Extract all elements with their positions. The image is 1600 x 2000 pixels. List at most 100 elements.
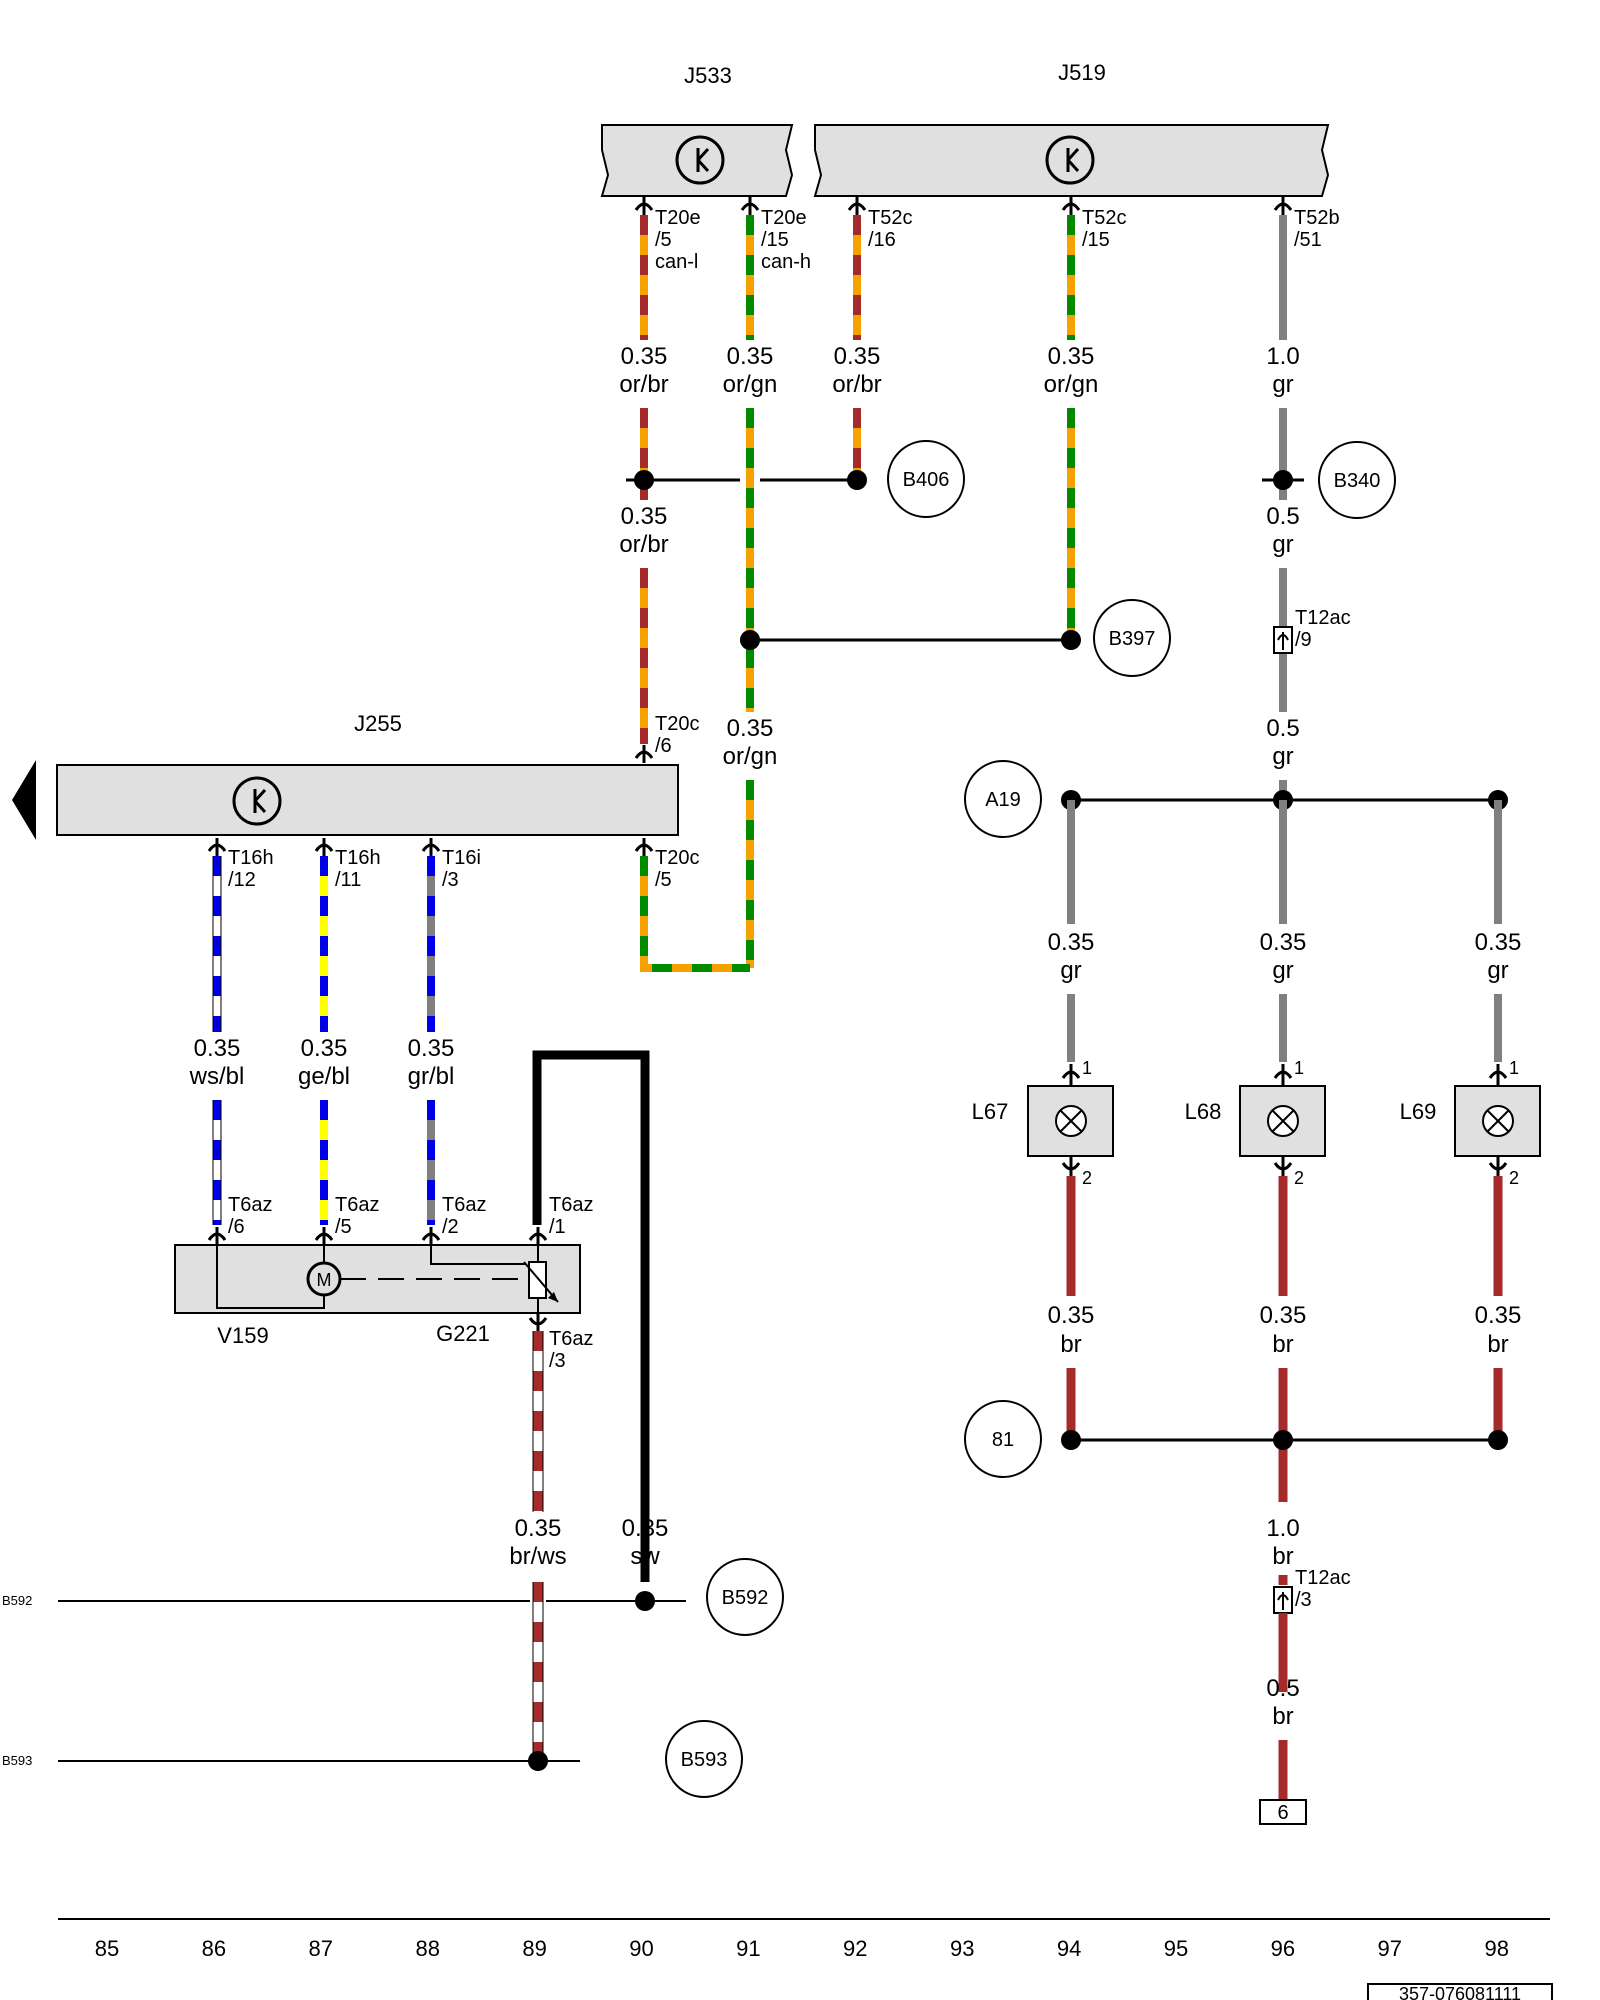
brown-lamp-returns bbox=[1066, 1176, 1503, 1800]
svg-text:or/br: or/br bbox=[832, 371, 881, 398]
svg-text:or/gn: or/gn bbox=[1044, 371, 1099, 398]
svg-text:L67: L67 bbox=[972, 1099, 1009, 1124]
svg-text:or/gn: or/gn bbox=[723, 743, 778, 770]
svg-text:T52b: T52b bbox=[1294, 207, 1340, 229]
drawing-number: 357-076081111 bbox=[1399, 1984, 1521, 2000]
svg-text:2: 2 bbox=[1294, 1168, 1304, 1188]
track-number: 89 bbox=[522, 1936, 546, 1961]
svg-text:0.5: 0.5 bbox=[1266, 715, 1299, 742]
lamp-l67: L67 bbox=[972, 1085, 1114, 1157]
lamp-l68: L68 bbox=[1185, 1085, 1326, 1157]
track-number: 87 bbox=[309, 1936, 333, 1961]
svg-text:ge/bl: ge/bl bbox=[298, 1063, 350, 1090]
potentiometer-icon bbox=[528, 1261, 547, 1299]
svg-text:A19: A19 bbox=[985, 789, 1021, 811]
svg-text:T6az: T6az bbox=[549, 1194, 593, 1216]
pin-labels-top: T20e /5 can-l T20e /15 can-h T52c /16 T5… bbox=[655, 207, 1351, 651]
reference-box-6: 6 bbox=[1259, 1799, 1307, 1825]
connector-t12ac-3 bbox=[1273, 1586, 1293, 1660]
svg-text:0.35: 0.35 bbox=[194, 1035, 241, 1062]
pin-labels-v159: T6az /6 T6az /5 T6az /2 T6az /1 T6az /3 bbox=[228, 1194, 593, 1372]
svg-text:gr: gr bbox=[1272, 743, 1293, 770]
svg-text:1: 1 bbox=[1294, 1058, 1304, 1078]
svg-text:0.5: 0.5 bbox=[1266, 503, 1299, 530]
svg-text:1: 1 bbox=[1509, 1058, 1519, 1078]
arrow-left-icon bbox=[12, 760, 36, 840]
svg-text:can-h: can-h bbox=[761, 251, 811, 273]
svg-text:0.35: 0.35 bbox=[1260, 929, 1307, 956]
svg-text:0.35: 0.35 bbox=[622, 1515, 669, 1542]
svg-text:br: br bbox=[1060, 1331, 1081, 1358]
svg-text:T16h: T16h bbox=[335, 847, 381, 869]
svg-text:B397: B397 bbox=[1109, 628, 1156, 650]
svg-text:B592: B592 bbox=[2, 1593, 32, 1608]
svg-text:0.35: 0.35 bbox=[1475, 1302, 1522, 1329]
track-number: 92 bbox=[843, 1936, 867, 1961]
connection-b340: B340 bbox=[1318, 441, 1396, 519]
track-number: 90 bbox=[629, 1936, 653, 1961]
svg-text:or/br: or/br bbox=[619, 371, 668, 398]
drawing-number-box: 357-076081111 bbox=[1367, 1983, 1553, 2000]
svg-text:81: 81 bbox=[992, 1429, 1014, 1451]
connection-a19: A19 bbox=[964, 760, 1042, 838]
svg-text:/16: /16 bbox=[868, 229, 896, 251]
svg-text:1.0: 1.0 bbox=[1266, 343, 1299, 370]
svg-text:/9: /9 bbox=[1295, 629, 1312, 651]
svg-text:T20e: T20e bbox=[761, 207, 807, 229]
svg-text:0.35: 0.35 bbox=[408, 1035, 455, 1062]
j533-label: J533 bbox=[684, 63, 732, 88]
svg-text:1.0: 1.0 bbox=[1266, 1515, 1299, 1542]
svg-text:2: 2 bbox=[1082, 1168, 1092, 1188]
svg-text:T6az: T6az bbox=[228, 1194, 272, 1216]
svg-text:gr: gr bbox=[1272, 371, 1293, 398]
svg-text:/11: /11 bbox=[335, 869, 361, 891]
svg-text:br: br bbox=[1487, 1331, 1508, 1358]
control-unit-j255: J255 bbox=[12, 711, 679, 840]
svg-text:sw: sw bbox=[630, 1543, 660, 1570]
svg-text:G221: G221 bbox=[436, 1321, 490, 1346]
svg-text:T6az: T6az bbox=[335, 1194, 379, 1216]
pin-labels-j255: T20c /6 T20c /5 T16h /12 T16h /11 T16i /… bbox=[228, 713, 699, 891]
track-number: 98 bbox=[1484, 1936, 1508, 1961]
svg-text:/2: /2 bbox=[442, 1216, 459, 1238]
lamp-pin-labels: 1 1 1 2 2 2 bbox=[1082, 1058, 1519, 1188]
svg-text:B593: B593 bbox=[2, 1753, 32, 1768]
connector-t12ac-9 bbox=[1273, 626, 1293, 654]
track-number: 91 bbox=[736, 1936, 760, 1961]
track-number: 85 bbox=[95, 1936, 119, 1961]
svg-text:T6az: T6az bbox=[442, 1194, 486, 1216]
svg-text:br: br bbox=[1272, 1331, 1293, 1358]
svg-text:0.5: 0.5 bbox=[1266, 1675, 1299, 1702]
svg-text:/15: /15 bbox=[1082, 229, 1110, 251]
svg-text:gr/bl: gr/bl bbox=[408, 1063, 455, 1090]
svg-text:/5: /5 bbox=[335, 1216, 352, 1238]
svg-text:T16h: T16h bbox=[228, 847, 274, 869]
svg-text:gr: gr bbox=[1060, 957, 1081, 984]
svg-text:gr: gr bbox=[1272, 957, 1293, 984]
svg-text:can-l: can-l bbox=[655, 251, 698, 273]
track-number: 86 bbox=[202, 1936, 226, 1961]
connection-b406: B406 bbox=[887, 440, 965, 518]
svg-text:0.35: 0.35 bbox=[1475, 929, 1522, 956]
svg-text:T20e: T20e bbox=[655, 207, 701, 229]
grey-lamp-feeds bbox=[1067, 800, 1502, 1062]
svg-text:/3: /3 bbox=[1295, 1589, 1312, 1611]
track-number: 93 bbox=[950, 1936, 974, 1961]
svg-text:J255: J255 bbox=[354, 711, 402, 736]
connection-b593: B593 bbox=[665, 1720, 743, 1798]
svg-text:T12ac: T12ac bbox=[1295, 607, 1351, 629]
svg-text:/5: /5 bbox=[655, 869, 672, 891]
control-unit-j533: J533 bbox=[600, 63, 794, 197]
svg-text:B340: B340 bbox=[1334, 470, 1381, 492]
svg-text:0.35: 0.35 bbox=[727, 343, 774, 370]
svg-text:M: M bbox=[317, 1270, 332, 1290]
svg-text:T6az: T6az bbox=[549, 1328, 593, 1350]
svg-text:V159: V159 bbox=[217, 1323, 268, 1348]
track-number: 97 bbox=[1378, 1936, 1402, 1961]
